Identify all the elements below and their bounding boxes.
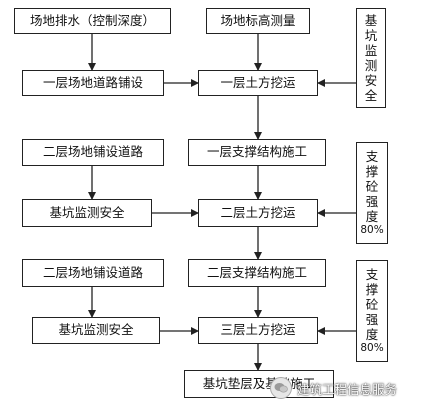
char: 测 [364,58,378,73]
char: 监 [364,43,378,58]
node-road-1: 一层场地道路铺设 [22,70,164,96]
char: 度 [365,327,379,342]
node-road-2-prep: 二层场地铺设道路 [22,139,164,166]
node-excavation-3: 三层土方挖运 [198,317,318,344]
node-pit-safety-2: 基坑监测安全 [22,199,152,227]
wechat-logo-icon [270,377,292,399]
char: 撑 [365,282,379,297]
char: 基 [364,13,378,28]
char: 撑 [365,164,379,179]
strength-percent: 80% [360,342,384,354]
node-road-2: 二层场地铺设道路 [22,259,164,287]
watermark: 建筑工程信息服务 [270,375,397,401]
char: 砼 [365,179,379,194]
char: 强 [365,194,379,209]
char: 强 [365,312,379,327]
node-site-drainage: 场地排水（控制深度） [14,8,171,34]
char: 坑 [364,28,378,43]
node-support-strength-1: 支 撑 砼 强 度 80% [356,142,388,244]
node-support-1: 一层支撑结构施工 [188,139,326,166]
char: 砼 [365,297,379,312]
node-pit-monitor-1: 基 坑 监 测 安 全 [356,8,386,108]
node-support-strength-2: 支 撑 砼 强 度 80% [356,260,388,362]
strength-percent: 80% [360,224,384,236]
node-excavation-1: 一层土方挖运 [198,70,318,96]
char: 度 [365,209,379,224]
node-support-2: 二层支撑结构施工 [188,259,326,287]
node-site-elevation: 场地标高测量 [206,8,310,34]
char: 支 [365,149,379,164]
watermark-text: 建筑工程信息服务 [297,381,398,397]
char: 安 [364,73,378,88]
char: 全 [364,88,378,103]
node-excavation-2: 二层土方挖运 [198,199,318,227]
char: 支 [365,267,379,282]
node-pit-safety-3: 基坑监测安全 [32,317,160,344]
